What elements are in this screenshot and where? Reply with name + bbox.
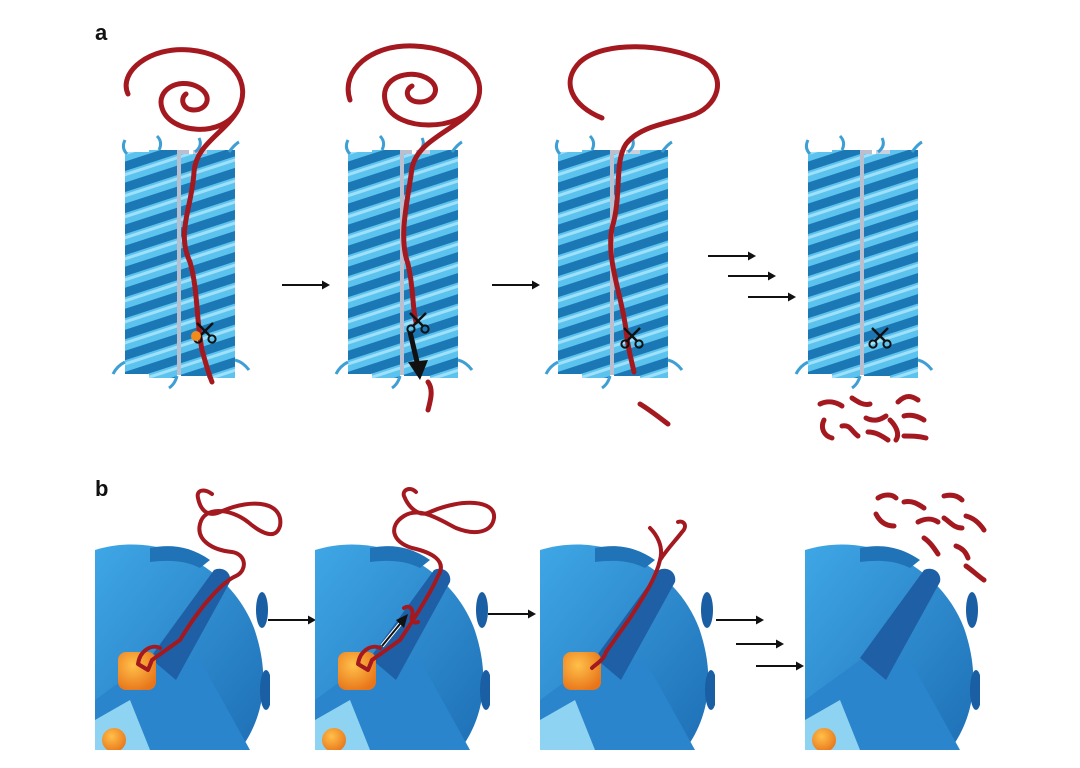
- active-site: [118, 652, 156, 690]
- stage-a3: [544, 44, 720, 427]
- motion-arrow-icon: [407, 331, 428, 380]
- reaction-arrow-icon: [267, 614, 317, 626]
- helical-barrel: [111, 134, 251, 390]
- reaction-arrow-icon: [487, 608, 537, 620]
- protease-sphere: [540, 544, 715, 750]
- peptide-fragments: [873, 492, 987, 583]
- stage-b3: [540, 519, 715, 750]
- protease-sphere: [315, 544, 490, 750]
- panel-label-b: b: [95, 476, 109, 501]
- helical-barrel: [794, 134, 934, 390]
- motion-arrow-icon: [380, 614, 408, 648]
- multi-step-arrow-icon: [707, 250, 797, 303]
- substrate-chain: [567, 44, 720, 375]
- stage-b1: [95, 488, 283, 750]
- substrate-chain: [345, 43, 483, 325]
- protease-sphere: [95, 544, 270, 750]
- active-site: [563, 652, 601, 690]
- multi-step-arrow-icon: [715, 614, 805, 672]
- cleaved-fragment: [637, 401, 671, 427]
- active-site: [338, 652, 376, 690]
- active-site: [191, 331, 201, 341]
- cleaved-fragment: [402, 604, 420, 625]
- stage-a4: [794, 134, 934, 443]
- stage-b2: [315, 487, 496, 750]
- panel-a: [111, 43, 934, 443]
- protease-sphere: [805, 544, 980, 750]
- stage-a1: [111, 47, 251, 390]
- cleaved-fragment: [425, 379, 434, 413]
- reaction-arrow-icon: [281, 279, 331, 291]
- stage-a2: [334, 43, 483, 413]
- substrate-chain: [590, 519, 687, 670]
- substrate-chain: [136, 488, 283, 672]
- substrate-chain: [123, 47, 245, 385]
- panel-b: [95, 487, 987, 750]
- panel-label-a: a: [95, 20, 108, 45]
- reaction-arrow-icon: [491, 279, 541, 291]
- helical-barrel: [334, 134, 474, 390]
- peptide-fragments: [817, 394, 929, 443]
- stage-b4: [805, 492, 987, 750]
